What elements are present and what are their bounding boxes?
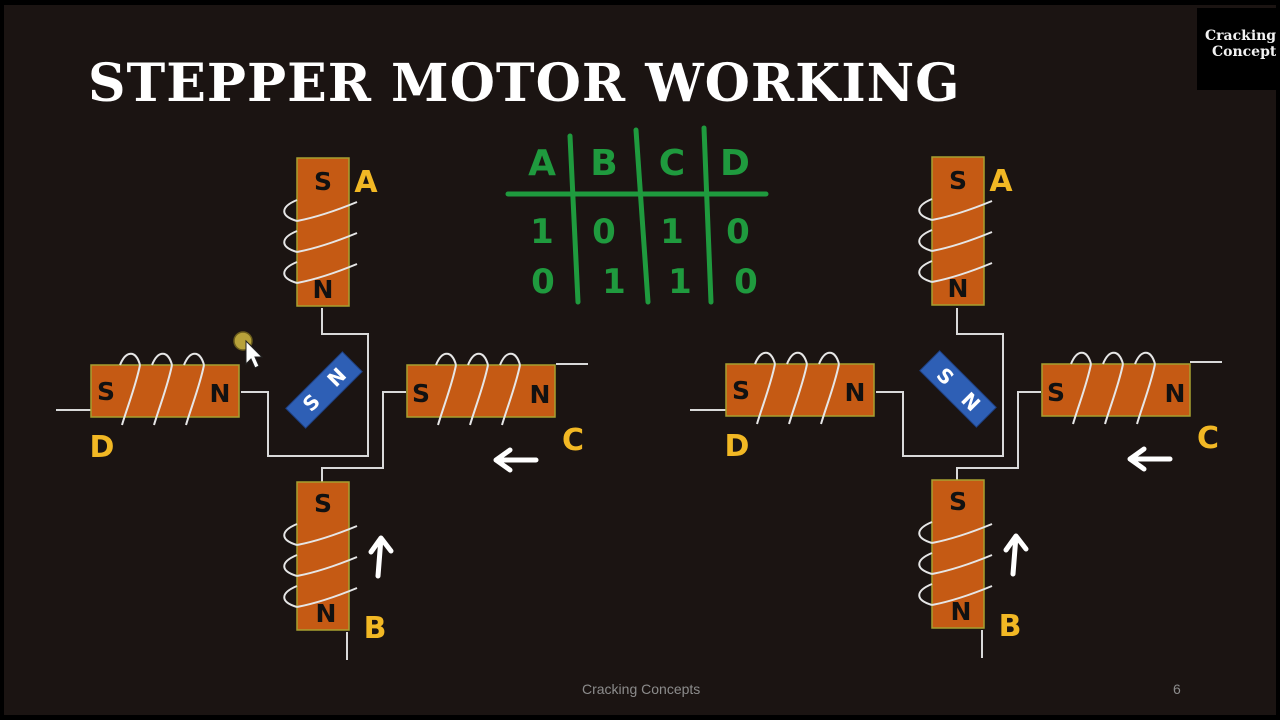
pole-label: N [313, 275, 334, 304]
motor-diagram-1: S N A S N B S N D S N C [56, 157, 588, 660]
pole-label: N [210, 379, 231, 408]
coil-winding [283, 523, 358, 608]
coil-winding [1070, 351, 1156, 425]
coil-winding [754, 351, 840, 425]
coil-d: S N D [725, 351, 875, 464]
table-header-a: A [528, 143, 556, 184]
pole-label: S [97, 377, 115, 406]
motor-diagram-2: S N A S N B S N D S N C [690, 156, 1222, 658]
coil-winding [918, 198, 993, 283]
table-column-divider [701, 125, 714, 305]
slide-title: STEPPER MOTOR WORKING [88, 53, 961, 114]
coil-b: S N B [918, 479, 1022, 644]
pole-label: N [1165, 379, 1186, 408]
slide: STEPPER MOTOR WORKING Cracking Concepts … [4, 5, 1276, 715]
coil-label-b: B [364, 611, 387, 646]
wiring [241, 308, 369, 457]
coil-a: S N A [918, 156, 1013, 306]
left-arrow-icon [493, 447, 539, 473]
wiring [876, 308, 1004, 457]
rotor-magnet: S N [919, 350, 997, 428]
coil-winding [435, 352, 521, 426]
up-arrow-icon [1003, 533, 1029, 577]
coil-label-d: D [725, 429, 750, 464]
table-cell: 0 [592, 212, 616, 252]
table-cell: 1 [668, 262, 692, 302]
up-arrow-icon [368, 535, 394, 579]
page-number: 6 [1173, 681, 1181, 697]
logo-line-1: Cracking [1205, 28, 1276, 44]
coil-c: S N C [1041, 351, 1219, 456]
coil-label-a: A [989, 164, 1013, 199]
rotor-magnet: S N [285, 351, 363, 429]
pole-label: S [1047, 378, 1065, 407]
slide-footer: Cracking Concepts [582, 681, 701, 697]
table-header-d: D [720, 143, 750, 184]
wiring [956, 391, 1041, 482]
coil-c: S N C [406, 352, 584, 458]
coil-label-d: D [90, 430, 115, 465]
pole-label: N [951, 597, 972, 626]
table-header-b: B [590, 143, 617, 184]
pole-label: S [314, 489, 332, 518]
coil-a: S N A [283, 157, 378, 307]
table-cell: 1 [660, 212, 684, 252]
table-cell: 0 [726, 212, 750, 252]
rotor-body [919, 350, 997, 428]
coil-label-c: C [562, 423, 584, 458]
coil-b: S N B [283, 481, 387, 646]
table-cell: 0 [734, 262, 758, 302]
logo-line-2: Concepts [1212, 44, 1276, 60]
left-arrow-icon [1127, 446, 1173, 472]
table-cell: 1 [530, 212, 554, 252]
table-header-c: C [659, 143, 685, 184]
pole-label: N [845, 378, 866, 407]
cursor-icon [233, 331, 264, 369]
table-column-divider [567, 133, 581, 305]
coil-winding [283, 199, 358, 284]
pole-label: S [732, 376, 750, 405]
coil-label-b: B [999, 609, 1022, 644]
coil-d: S N D [90, 352, 240, 465]
truth-table: A B C D 1 0 1 0 0 1 1 0 [505, 125, 769, 305]
pole-label: S [949, 487, 967, 516]
coil-winding [119, 352, 205, 426]
rotor-body [285, 351, 363, 429]
coil-label-a: A [354, 165, 378, 200]
table-cell: 0 [531, 262, 555, 302]
pole-label: N [530, 380, 551, 409]
pole-label: S [949, 166, 967, 195]
table-column-divider [633, 127, 651, 305]
coil-winding [918, 521, 993, 606]
pole-label: S [412, 379, 430, 408]
pole-label: N [316, 599, 337, 628]
wiring [321, 391, 406, 482]
pole-label: N [948, 274, 969, 303]
channel-logo: Cracking Concepts [1197, 8, 1276, 90]
pole-label: S [314, 167, 332, 196]
coil-label-c: C [1197, 421, 1219, 456]
table-cell: 1 [602, 262, 626, 302]
